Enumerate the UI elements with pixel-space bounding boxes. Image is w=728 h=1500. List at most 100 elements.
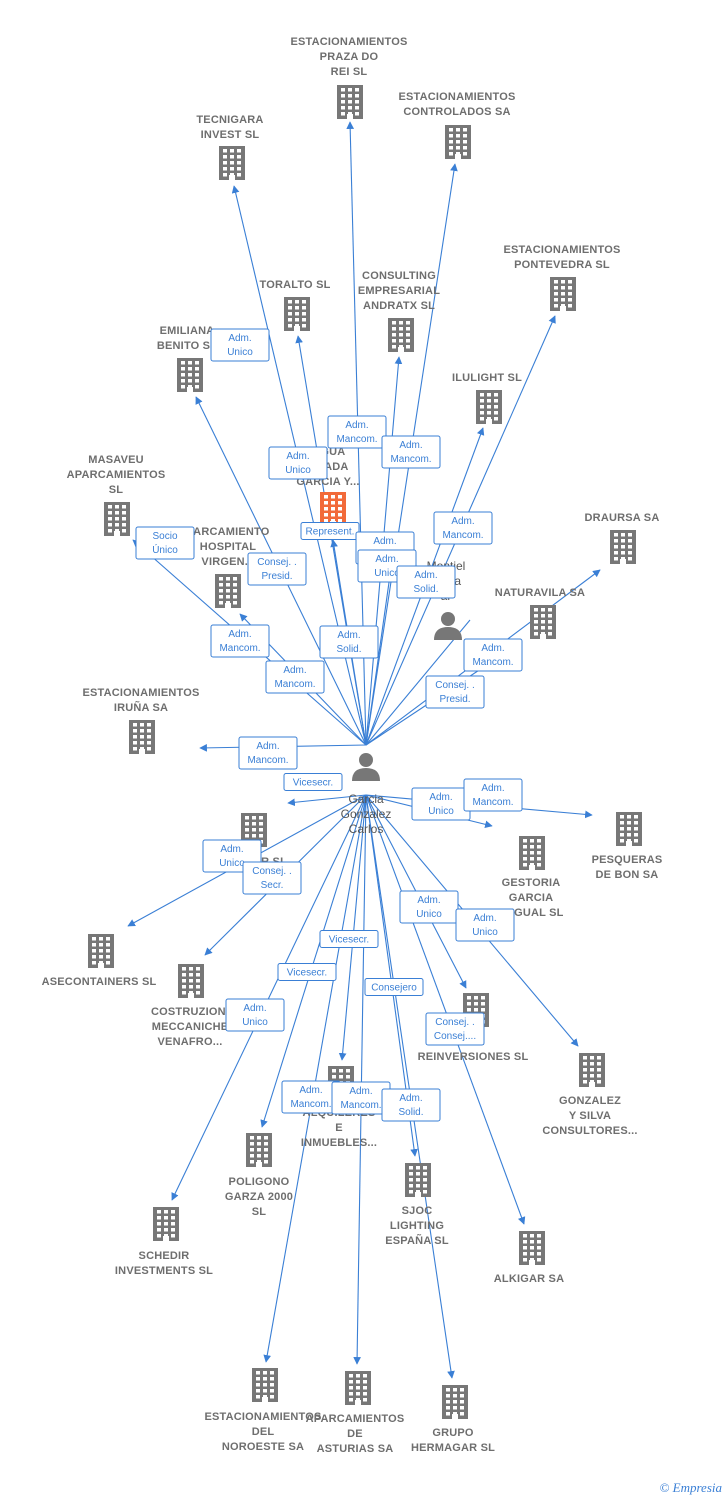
other-person-icon[interactable] xyxy=(434,612,462,640)
building-window xyxy=(263,1395,267,1399)
company-icon-hermagar[interactable] xyxy=(442,1385,468,1419)
company-label-poligono-line: POLIGONO xyxy=(229,1176,290,1188)
relation-box[interactable]: Consejero xyxy=(364,978,424,996)
building-window xyxy=(537,1240,541,1244)
relation-box[interactable]: Vicesecr. xyxy=(277,963,337,981)
building-window xyxy=(460,1412,464,1416)
company-icon-noroeste[interactable] xyxy=(252,1368,278,1402)
relation-text: Mancom. xyxy=(219,643,260,654)
highlighted-company-icon[interactable] xyxy=(320,492,346,526)
building-window xyxy=(324,519,328,523)
relation-box-frame xyxy=(396,565,456,599)
relation-box[interactable]: Consej. .Consej.... xyxy=(425,1012,485,1046)
company-icon-gonzalez[interactable] xyxy=(579,1053,605,1087)
relation-box[interactable]: Consej. .Presid. xyxy=(247,552,307,586)
company-icon-gestoria[interactable] xyxy=(519,836,545,870)
relation-box[interactable]: Adm.Unico xyxy=(225,998,285,1032)
relation-box[interactable]: Adm.Solid. xyxy=(319,625,379,659)
building-window xyxy=(348,100,352,104)
company-icon-sjoc[interactable] xyxy=(405,1163,431,1197)
relation-box[interactable]: Adm.Unico xyxy=(455,908,515,942)
center-person-icon[interactable] xyxy=(352,753,380,781)
relation-box[interactable]: Adm.Mancom. xyxy=(331,1081,391,1115)
company-icon-consulting[interactable] xyxy=(388,318,414,352)
company-icon-pontevedra[interactable] xyxy=(550,277,576,311)
building-window xyxy=(628,557,632,561)
building-window xyxy=(196,991,200,995)
company-icon-asturias[interactable] xyxy=(345,1371,371,1405)
company-icon-masaveu[interactable] xyxy=(104,502,130,536)
company-icon-ilulight[interactable] xyxy=(476,390,502,424)
relation-box[interactable]: Adm.Mancom. xyxy=(281,1080,341,1114)
building-window xyxy=(295,324,299,328)
relation-box[interactable]: Consej. .Secr. xyxy=(242,861,302,895)
company-icon-praza[interactable] xyxy=(337,85,363,119)
building-window xyxy=(188,367,192,371)
building-window xyxy=(621,557,625,561)
relation-box[interactable]: Adm.Unico xyxy=(210,328,270,362)
relation-text: Socio xyxy=(152,531,177,542)
building-window xyxy=(264,1160,268,1164)
company-icon-pesqueras[interactable] xyxy=(616,812,642,846)
company-icon-draursa[interactable] xyxy=(610,530,636,564)
building-window xyxy=(399,333,403,337)
relation-text: Mancom. xyxy=(390,454,431,465)
relation-box[interactable]: Adm.Mancom. xyxy=(327,415,387,449)
building-window xyxy=(341,100,345,104)
company-icon-toralto[interactable] xyxy=(284,297,310,331)
building-window xyxy=(548,632,552,636)
company-icon-iruna[interactable] xyxy=(129,720,155,754)
relation-box-frame xyxy=(319,930,379,948)
building-window xyxy=(256,1383,260,1387)
company-icon-parcamiento[interactable] xyxy=(215,574,241,608)
building-window xyxy=(523,1258,527,1262)
building-window xyxy=(356,1398,360,1402)
relation-text: Vicesecr. xyxy=(329,935,369,946)
building-window xyxy=(219,589,223,593)
relation-text: Mancom. xyxy=(274,679,315,690)
relation-box[interactable]: Adm.Mancom. xyxy=(433,511,493,545)
relation-text: Unico xyxy=(416,909,442,920)
relation-text: Adm. xyxy=(220,844,243,855)
relation-box[interactable]: Consej. .Presid. xyxy=(425,675,485,709)
building-window xyxy=(541,632,545,636)
relation-box[interactable]: Adm.Mancom. xyxy=(238,736,298,770)
company-icon-naturavila[interactable] xyxy=(530,605,556,639)
building-window xyxy=(363,1386,367,1390)
company-icon-schedir[interactable] xyxy=(153,1207,179,1241)
relation-box[interactable]: Represent. xyxy=(300,522,360,540)
relation-box[interactable]: Adm.Mancom. xyxy=(463,778,523,812)
company-icon-asecontainers[interactable] xyxy=(88,934,114,968)
relation-box[interactable]: Vicesecr. xyxy=(283,773,343,791)
company-icon-alkigar[interactable] xyxy=(519,1231,545,1265)
building-window xyxy=(164,1216,168,1220)
company-icon-costruzioni[interactable] xyxy=(178,964,204,998)
building-window xyxy=(324,501,328,505)
company-icon-controlados[interactable] xyxy=(445,125,471,159)
relation-box[interactable]: Adm.Mancom. xyxy=(381,435,441,469)
company-icon-emiliana[interactable] xyxy=(177,358,203,392)
company-icon-poligono[interactable] xyxy=(246,1133,272,1167)
building-window xyxy=(481,1008,485,1012)
center-person-label-line: Garcia xyxy=(348,792,384,806)
relation-box[interactable]: Adm.Mancom. xyxy=(265,660,325,694)
relation-text: Adm. xyxy=(373,536,396,547)
relation-box[interactable]: Vicesecr. xyxy=(319,930,379,948)
relation-box[interactable]: Adm.Unico xyxy=(268,446,328,480)
building-window xyxy=(106,955,110,959)
relation-box[interactable]: Adm.Solid. xyxy=(381,1088,441,1122)
company-label-asturias-line: DE xyxy=(347,1428,363,1440)
relation-text: Adm. xyxy=(481,783,504,794)
relation-box[interactable]: Adm.Solid. xyxy=(396,565,456,599)
relation-box[interactable]: Adm.Mancom. xyxy=(210,624,270,658)
company-icon-tecnigara[interactable] xyxy=(219,146,245,180)
building-window xyxy=(460,1406,464,1410)
building-window xyxy=(537,839,541,843)
relation-box[interactable]: Adm.Unico xyxy=(399,890,459,924)
relation-text: Unico xyxy=(374,568,400,579)
relation-box[interactable]: Adm.Mancom. xyxy=(463,638,523,672)
building-window xyxy=(349,1398,353,1402)
relation-box[interactable]: Adm.Unico xyxy=(411,787,471,821)
building-window xyxy=(456,152,460,156)
